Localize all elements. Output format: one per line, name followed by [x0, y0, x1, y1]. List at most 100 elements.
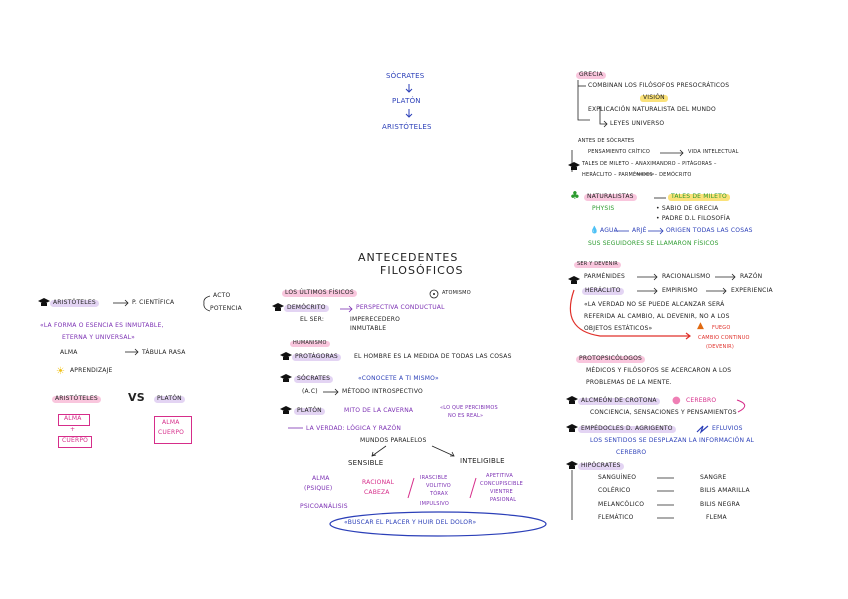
right-alma-cuerpo-box [154, 416, 192, 444]
header-platon: PLATÓN [392, 97, 421, 105]
tree-icon: ♣ [570, 189, 581, 202]
verdad-line-3: OBJETOS ESTÁTICOS» [584, 325, 653, 332]
pasional-label: PASIONAL [490, 497, 517, 503]
racional-label: RACIONAL [362, 479, 395, 486]
graduation-cap-icon [568, 276, 580, 284]
graduation-cap-icon [280, 374, 292, 382]
temperamento-sanguineo: SANGUÍNEO [598, 474, 637, 481]
heraclito-line: HERÁCLITO – PARMÉNIDES – DEMÓCRITO [582, 172, 692, 178]
tabula-rasa: TÁBULA RASA [142, 349, 186, 356]
header-socrates: SÓCRATES [386, 72, 425, 80]
tales-line: TALES DE MILETO – ANAXIMANDRO – PITÁGORA… [582, 161, 717, 167]
parmenides-label: PARMÉNIDES [584, 273, 625, 280]
alcmeon-label: ALCMEÓN DE CROTONA [578, 397, 660, 405]
volitivo-label: VOLITIVO [426, 483, 451, 489]
empirismo-label: EMPIRISMO [662, 287, 698, 294]
graduation-cap-icon [566, 461, 578, 469]
socrates-label: SÓCRATES [294, 375, 334, 383]
fuego-label: FUEGO [712, 325, 731, 331]
buscar-placer-quote: «BUSCAR EL PLACER Y HUIR DEL DOLOR» [344, 519, 477, 526]
humor-sangre: SANGRE [700, 474, 727, 481]
fire-icon: ▲ [697, 321, 705, 331]
medicos-line-2: PROBLEMAS DE LA MENTE. [586, 379, 672, 386]
cabeza-label: CABEZA [364, 489, 390, 496]
humanismo-label: HUMANISMO [290, 340, 330, 347]
alma-aristoteles: ALMA [60, 349, 78, 356]
grecia-line-3: EXPLICACIÓN NATURALISTA DEL MUNDO [588, 106, 716, 113]
empedocles-text-1: LOS SENTIDOS SE DESPLAZAN LA INFORMACIÓN… [590, 437, 755, 444]
empedocles-label: EMPÉDOCLES D. AGRIGENTO [578, 425, 676, 433]
section-title-line1: ANTECEDENTES [358, 251, 459, 264]
humor-bilis-negra: BILIS NEGRA [700, 501, 740, 508]
verdad-line-1: «LA VERDAD NO SE PUEDE ALCANZAR SERÁ [584, 301, 725, 308]
efluvios-label: EFLUVIOS [712, 425, 743, 432]
socrates-quote: «CONOCETE A TI MISMO» [358, 375, 439, 382]
protopsicologos-label: PROTOPSICÓLOGOS [576, 355, 646, 363]
caverna-quote-2: NO ES REAL» [448, 413, 484, 419]
imperecedero-label: IMPERECEDERO [350, 316, 400, 323]
socrates-ac: (A.C) [302, 388, 318, 395]
caverna-label: MITO DE LA CAVERNA [344, 407, 414, 414]
graduation-cap-icon [272, 303, 284, 311]
section-title-line2: FILOSÓFICOS [380, 264, 464, 277]
socrates-metodo: MÉTODO INTROSPECTIVO [342, 388, 423, 395]
razon-label: RAZÓN [740, 273, 763, 280]
ultimos-fisicos-label: LOS ÚLTIMOS FÍSICOS [282, 289, 357, 297]
graduation-cap-icon [568, 162, 580, 170]
alcmeon-text: CONCIENCIA, SENSACIONES Y PENSAMIENTOS [590, 409, 737, 416]
physis-label: PHYSIS [592, 205, 615, 212]
tales-mileto: TALES DE MILETO [668, 193, 730, 201]
vs-platon: PLATÓN [154, 395, 185, 403]
impulsivo-label: IMPULSIVO [420, 501, 449, 507]
caverna-quote-1: «LO QUE PERCIBIMOS [440, 405, 498, 411]
mundo-sensible: SENSIBLE [348, 459, 384, 467]
left-alma-box [58, 414, 90, 426]
origen-label: ORIGEN TODAS LAS COSAS [666, 227, 753, 234]
temperamento-colerico: COLÉRICO [598, 487, 631, 494]
brain-icon: ● [672, 395, 681, 406]
vida-intelectual: VIDA INTELECTUAL [688, 149, 739, 155]
torax-label: TÓRAX [430, 491, 449, 497]
heraclito-label: HERÁCLITO [582, 287, 624, 295]
water-drop-icon: 💧 [590, 226, 599, 234]
graduation-cap-icon [280, 352, 292, 360]
sun-icon: ☀ [56, 366, 66, 377]
padre-filosofia: • PADRE D.L FILOSOFÍA [656, 215, 731, 222]
humor-flema: FLEMA [706, 514, 727, 521]
cientifica-label: P. CIENTÍFICA [132, 299, 175, 306]
concupiscible-label: CONCUPISCIBLE [480, 481, 523, 487]
graduation-cap-icon [566, 424, 578, 432]
left-cuerpo-box [58, 436, 92, 448]
left-plus: + [70, 426, 76, 433]
psicoanalisis-label: PSICOANÁLISIS [300, 503, 348, 510]
agua-label: AGUA [600, 227, 618, 234]
forma-quote-2: ETERNA Y UNIVERSAL» [62, 334, 136, 341]
vs-label: VS [128, 391, 145, 404]
left-cuerpo: CUERPO [62, 437, 89, 444]
antes-socrates: ANTES DE SÓCRATES [578, 138, 635, 144]
platon-label: PLATÓN [294, 407, 325, 415]
temperamento-flematico: FLEMÁTICO [598, 514, 634, 521]
cerebro-label: CEREBRO [686, 397, 717, 404]
cambio-continuo: CAMBIO CONTINUO [698, 335, 750, 341]
graduation-cap-icon [280, 406, 292, 414]
psique-label: (PSIQUE) [304, 485, 333, 492]
right-cuerpo: CUERPO [158, 429, 185, 436]
humor-bilis-amarilla: BILIS AMARILLA [700, 487, 750, 494]
temperamento-melancolico: MELANCÓLICO [598, 501, 645, 508]
verdad-line-2: REFERIDA AL CAMBIO, AL DEVENIR, NO A LOS [584, 313, 730, 320]
democrito-label: DEMÓCRITO [284, 304, 329, 312]
inmutable-label: INMUTABLE [350, 325, 387, 332]
alma-label: ALMA [312, 475, 330, 482]
right-alma: ALMA [162, 419, 180, 426]
arje-label: ARJÉ [632, 227, 647, 234]
protagoras-text: EL HOMBRE ES LA MEDIDA DE TODAS LAS COSA… [354, 353, 512, 360]
hipocrates-label: HIPÓCRATES [578, 462, 624, 470]
acto-label: ACTO [213, 292, 231, 299]
ser-devenir-label: SER Y DEVENIR [574, 261, 621, 268]
grecia-line-1: COMBINAN LOS FILÓSOFOS PRESOCRÁTICOS [588, 82, 730, 89]
experiencia-label: EXPERIENCIA [731, 287, 773, 294]
seguidores-label: SUS SEGUIDORES SE LLAMARON FÍSICOS [588, 240, 719, 247]
medicos-line-1: MÉDICOS Y FILÓSOFOS SE ACERCARON A LOS [586, 367, 732, 374]
